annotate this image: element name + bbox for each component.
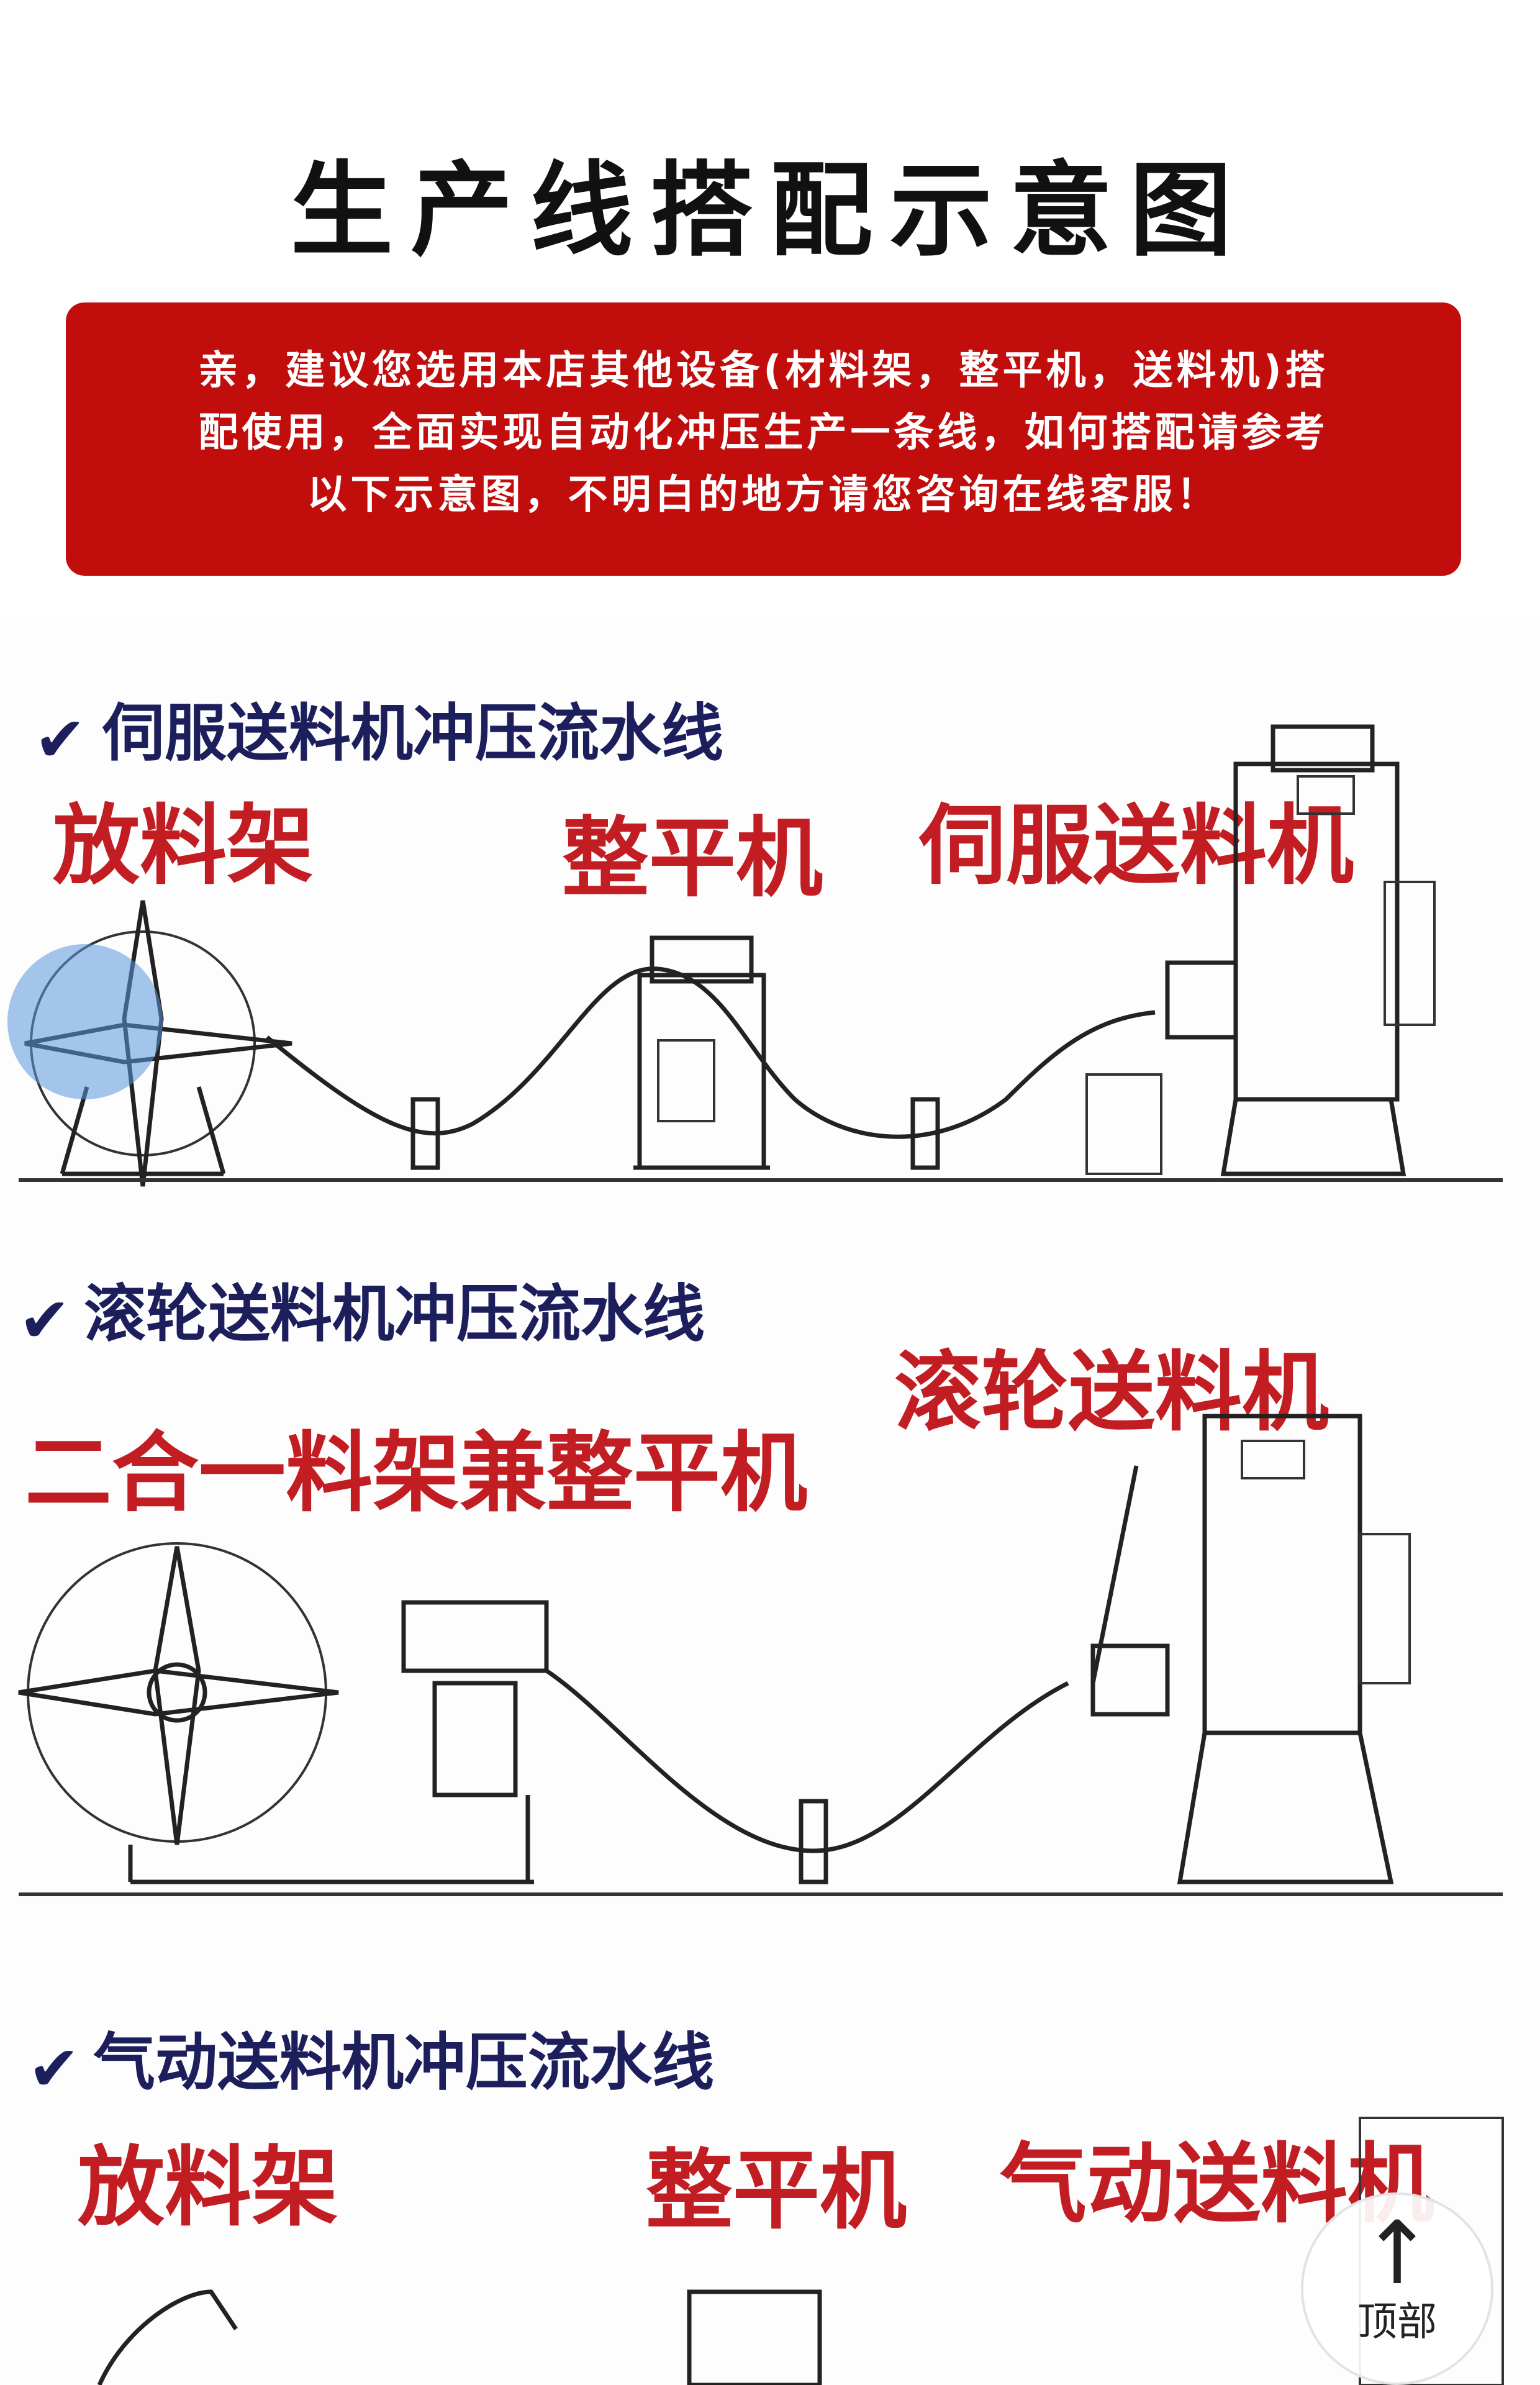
- support-post-3: [799, 1799, 828, 1884]
- straightener-drawing-1: [633, 935, 770, 1170]
- press-drawing-1: [1085, 724, 1436, 1176]
- diagram-svg: ✔ 伺服送料机冲压流水线 放料架 整平机 伺服送料机: [18, 697, 1504, 2385]
- check-mark-2: ✔: [19, 1284, 71, 1356]
- back-to-top-button[interactable]: ↑ 顶部: [1301, 2192, 1493, 2385]
- arrow-up-icon: ↑: [1361, 2203, 1434, 2304]
- material-strip-2: [545, 1669, 1069, 1853]
- section-title-servo: 伺服送料机冲压流水线: [102, 697, 723, 770]
- check-mark-3: ✔: [28, 2032, 80, 2105]
- label-straightener-1: 整平机: [562, 808, 823, 909]
- notice-line-2: 配使用，全面实现自动化冲压生产一条线，如何搭配请参考: [198, 410, 1329, 456]
- straightener-drawing-3: [687, 2289, 822, 2385]
- uncoiler-drawing-3: [97, 2289, 238, 2385]
- label-combo-uncoiler-straightener: 二合一料架兼整平机: [25, 1423, 807, 1524]
- label-servo-feeder: 伺服送料机: [918, 796, 1354, 897]
- page-title: 生产线搭配示意图: [291, 151, 1249, 270]
- production-line-diagram: ✔ 伺服送料机冲压流水线 放料架 整平机 伺服送料机: [0, 615, 1540, 2385]
- press-drawing-2: [1090, 1414, 1411, 1884]
- label-roller-feeder: 滚轮送料机: [894, 1342, 1329, 1443]
- section-servo-feeder: ✔ 伺服送料机冲压流水线 放料架 整平机 伺服送料机: [19, 697, 1503, 1187]
- label-straightener-3: 整平机: [646, 2140, 907, 2242]
- label-uncoiler-1: 放料架: [53, 796, 314, 897]
- material-strip-1: [265, 966, 1156, 1139]
- label-uncoiler-3: 放料架: [78, 2137, 338, 2238]
- chat-bubble-icon[interactable]: [7, 944, 163, 1099]
- section-title-pneumatic: 气动送料机冲压流水线: [93, 2026, 714, 2099]
- notice-line-3: 以下示意图，不明白的地方请您咨询在线客服！: [307, 472, 1220, 518]
- section-pneumatic-feeder: ✔ 气动送料机冲压流水线 放料架 整平机 气动送料机: [28, 2026, 1504, 2385]
- notice-banner: 亲，建议您选用本店其他设备(材料架，整平机，送料机)搭 配使用，全面实现自动化冲…: [66, 302, 1461, 576]
- back-to-top-label: 顶部: [1357, 2299, 1437, 2345]
- combo-machine-drawing: [18, 1542, 549, 1884]
- section-title-roller: 滚轮送料机冲压流水线: [84, 1278, 705, 1350]
- check-mark-1: ✔: [34, 703, 86, 776]
- notice-line-1: 亲，建议您选用本店其他设备(材料架，整平机，送料机)搭: [198, 348, 1329, 394]
- section-roller-feeder: ✔ 滚轮送料机冲压流水线 二合一料架兼整平机 滚轮送料机: [18, 1278, 1503, 1896]
